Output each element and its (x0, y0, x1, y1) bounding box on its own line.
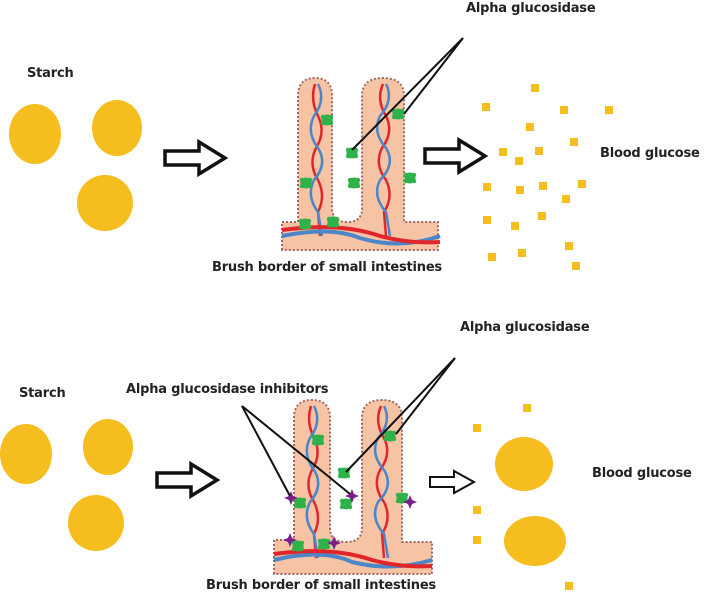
intact-starch-granule (504, 516, 566, 566)
enzyme-pointer-lines-top (351, 37, 464, 151)
blood-glucose-label-top: Blood glucose (600, 146, 700, 161)
alpha-glucosidase-label-bottom: Alpha glucosidase (460, 320, 590, 335)
glucose-particle (482, 103, 490, 111)
glucose-particle (515, 157, 523, 165)
starch-granule (0, 424, 52, 484)
glucose-particle (565, 582, 573, 590)
enzyme-icon (299, 177, 313, 189)
inhibitors-label: Alpha glucosidase inhibitors (126, 382, 329, 397)
glucose-particle (531, 84, 539, 92)
glucose-particle (523, 404, 531, 412)
glucose-particle (483, 183, 491, 191)
pointer-lines-bottom (241, 357, 456, 497)
glucose-particle (570, 138, 578, 146)
enzyme-icon (293, 497, 307, 509)
glucose-particle (578, 180, 586, 188)
glucose-particle (565, 242, 573, 250)
enzyme-icon (403, 172, 417, 184)
enzyme-icon (291, 540, 305, 552)
glucose-particle (488, 253, 496, 261)
enzyme-icon (383, 430, 397, 442)
blood-contents-bottom (473, 404, 573, 590)
arrow-icon-outline (429, 469, 477, 495)
enzyme-icon (326, 216, 340, 228)
glucose-particle (535, 147, 543, 155)
enzyme-icon (320, 114, 334, 126)
glucose-particle (572, 262, 580, 270)
starch-granule (68, 495, 124, 551)
brush-border-label-bottom: Brush border of small intestines (206, 578, 436, 593)
starch-granule (83, 419, 133, 475)
glucose-particle (473, 536, 481, 544)
enzyme-icon (391, 108, 405, 120)
glucose-particle (605, 106, 613, 114)
starch-granule (9, 104, 61, 164)
glucose-particles-top (482, 84, 613, 270)
alpha-glucosidase-label-top: Alpha glucosidase (466, 1, 596, 16)
glucose-particle (516, 186, 524, 194)
glucose-particle (538, 212, 546, 220)
starch-label-bottom: Starch (19, 386, 66, 401)
glucose-particle (473, 506, 481, 514)
glucose-particle (499, 148, 507, 156)
glucose-particle (562, 195, 570, 203)
glucose-particle (539, 182, 547, 190)
enzyme-icon (339, 498, 353, 510)
enzyme-icon (347, 177, 361, 189)
brush-border-label-top: Brush border of small intestines (212, 260, 442, 275)
enzyme-icon (311, 434, 325, 446)
glucose-particle (518, 249, 526, 257)
enzyme-icon (317, 538, 331, 550)
starch-granule (77, 175, 133, 231)
arrow-icon (423, 138, 487, 174)
glucose-particle (511, 222, 519, 230)
glucose-particle (483, 216, 491, 224)
glucose-particle (473, 424, 481, 432)
enzyme-icon (298, 218, 312, 230)
blood-glucose-label-bottom: Blood glucose (592, 466, 692, 481)
arrow-icon (163, 140, 227, 176)
intact-starch-granule (495, 437, 553, 491)
arrow-icon (155, 462, 219, 498)
starch-granule (92, 100, 142, 156)
glucose-particle (526, 123, 534, 131)
starch-label-top: Starch (27, 66, 74, 81)
starch-granules-bottom (0, 419, 133, 551)
glucose-particle (560, 106, 568, 114)
starch-granules-top (9, 100, 142, 231)
